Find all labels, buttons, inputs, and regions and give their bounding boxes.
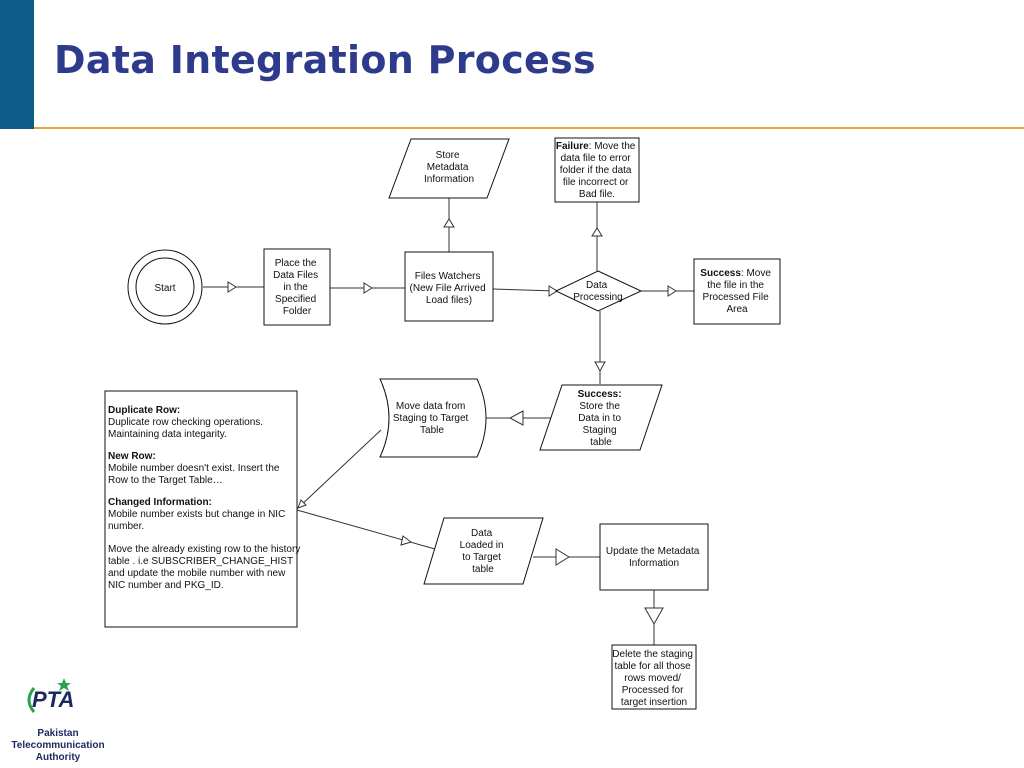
arrowhead-update-to-delete [644, 607, 664, 626]
logo-line: Telecommunication [11, 740, 105, 751]
logo-line: Pakistan [37, 728, 79, 739]
svg-text:Update the Metadata Info: Update the Metadata Information [606, 546, 702, 569]
svg-text:Success: Move the file i: Success: Move the file in the Processed … [700, 268, 773, 315]
logo-line: Authority [35, 752, 81, 763]
arrowhead-processing-to-staging [594, 361, 606, 373]
arrowhead-processing-to-success [667, 285, 677, 297]
svg-text:Place the Data Files: Place the Data Files in the Specified Fo… [273, 258, 321, 317]
svg-text:Data Loaded in to: Data Loaded in to Target table [460, 528, 507, 575]
arrowhead-start-to-place [227, 281, 237, 293]
arrowhead-staging-to-movedata [508, 410, 524, 426]
arrowhead-movedata-to-rules [297, 499, 307, 509]
arrowhead-watchers-to-processing [548, 285, 558, 297]
arrowhead-watchers-to-metadata [443, 218, 455, 228]
pta-logo-icon: PTA [27, 678, 74, 713]
node-data-loaded: Data Loaded in to Target table [423, 517, 544, 585]
edge-movedata-to-rules [297, 429, 382, 509]
arrowhead-place-to-watchers [363, 282, 373, 294]
svg-text:Failure: Move the data f: Failure: Move the data file to error fol… [556, 141, 638, 200]
node-delete-staging: Delete the staging table for all those r… [611, 644, 697, 710]
title-accent-bar [0, 0, 34, 129]
node-store-metadata: Store Metadata Information [388, 138, 510, 199]
node-failure: Failure: Move the data file to error fol… [554, 137, 640, 203]
node-rules-box: Duplicate Row: Duplicate row checking op… [104, 390, 303, 628]
node-update-metadata: Update the Metadata Information [599, 523, 709, 591]
svg-text:Delete the staging table: Delete the staging table for all those r… [612, 649, 695, 708]
svg-text:Files Watchers (New File: Files Watchers (New File Arrived Load fi… [410, 271, 489, 306]
arrowhead-rules-to-loaded [400, 535, 413, 546]
start-label: Start [154, 283, 175, 294]
svg-text:Success: Store the: Success: Store the Data in to Staging ta… [578, 389, 625, 448]
edge-watchers-to-processing [492, 288, 557, 292]
node-place-files: Place the Data Files in the Specified Fo… [263, 248, 331, 326]
svg-text:Store Metadata Inf: Store Metadata Information [424, 150, 474, 185]
connectors [203, 198, 694, 645]
edge-rules-to-loaded [296, 509, 443, 552]
svg-text:Move data from Staging t: Move data from Staging to Target Table [393, 401, 471, 436]
node-move-data: Move data from Staging to Target Table [379, 378, 487, 458]
slide-title: Data Integration Process [54, 38, 596, 82]
title-divider [34, 127, 1024, 129]
arrowhead-loaded-to-update [555, 548, 570, 566]
node-data-processing: Data Processing [554, 270, 643, 312]
node-files-watchers: Files Watchers (New File Arrived Load fi… [404, 251, 494, 322]
svg-text:Data Processing: Data Processing [573, 280, 622, 303]
node-success-processed: Success: Move the file in the Processed … [693, 258, 781, 325]
logo-caption: Pakistan Telecommunication Authority [2, 728, 114, 764]
node-success-staging: Success: Store the Data in to Staging ta… [539, 384, 663, 451]
arrowhead-processing-to-failure [591, 227, 603, 237]
node-start: Start [127, 249, 203, 325]
svg-text:Duplicate Row: Duplicate: Duplicate Row: Duplicate row checking op… [108, 405, 303, 591]
logo-mark-text: PTA [32, 687, 74, 712]
